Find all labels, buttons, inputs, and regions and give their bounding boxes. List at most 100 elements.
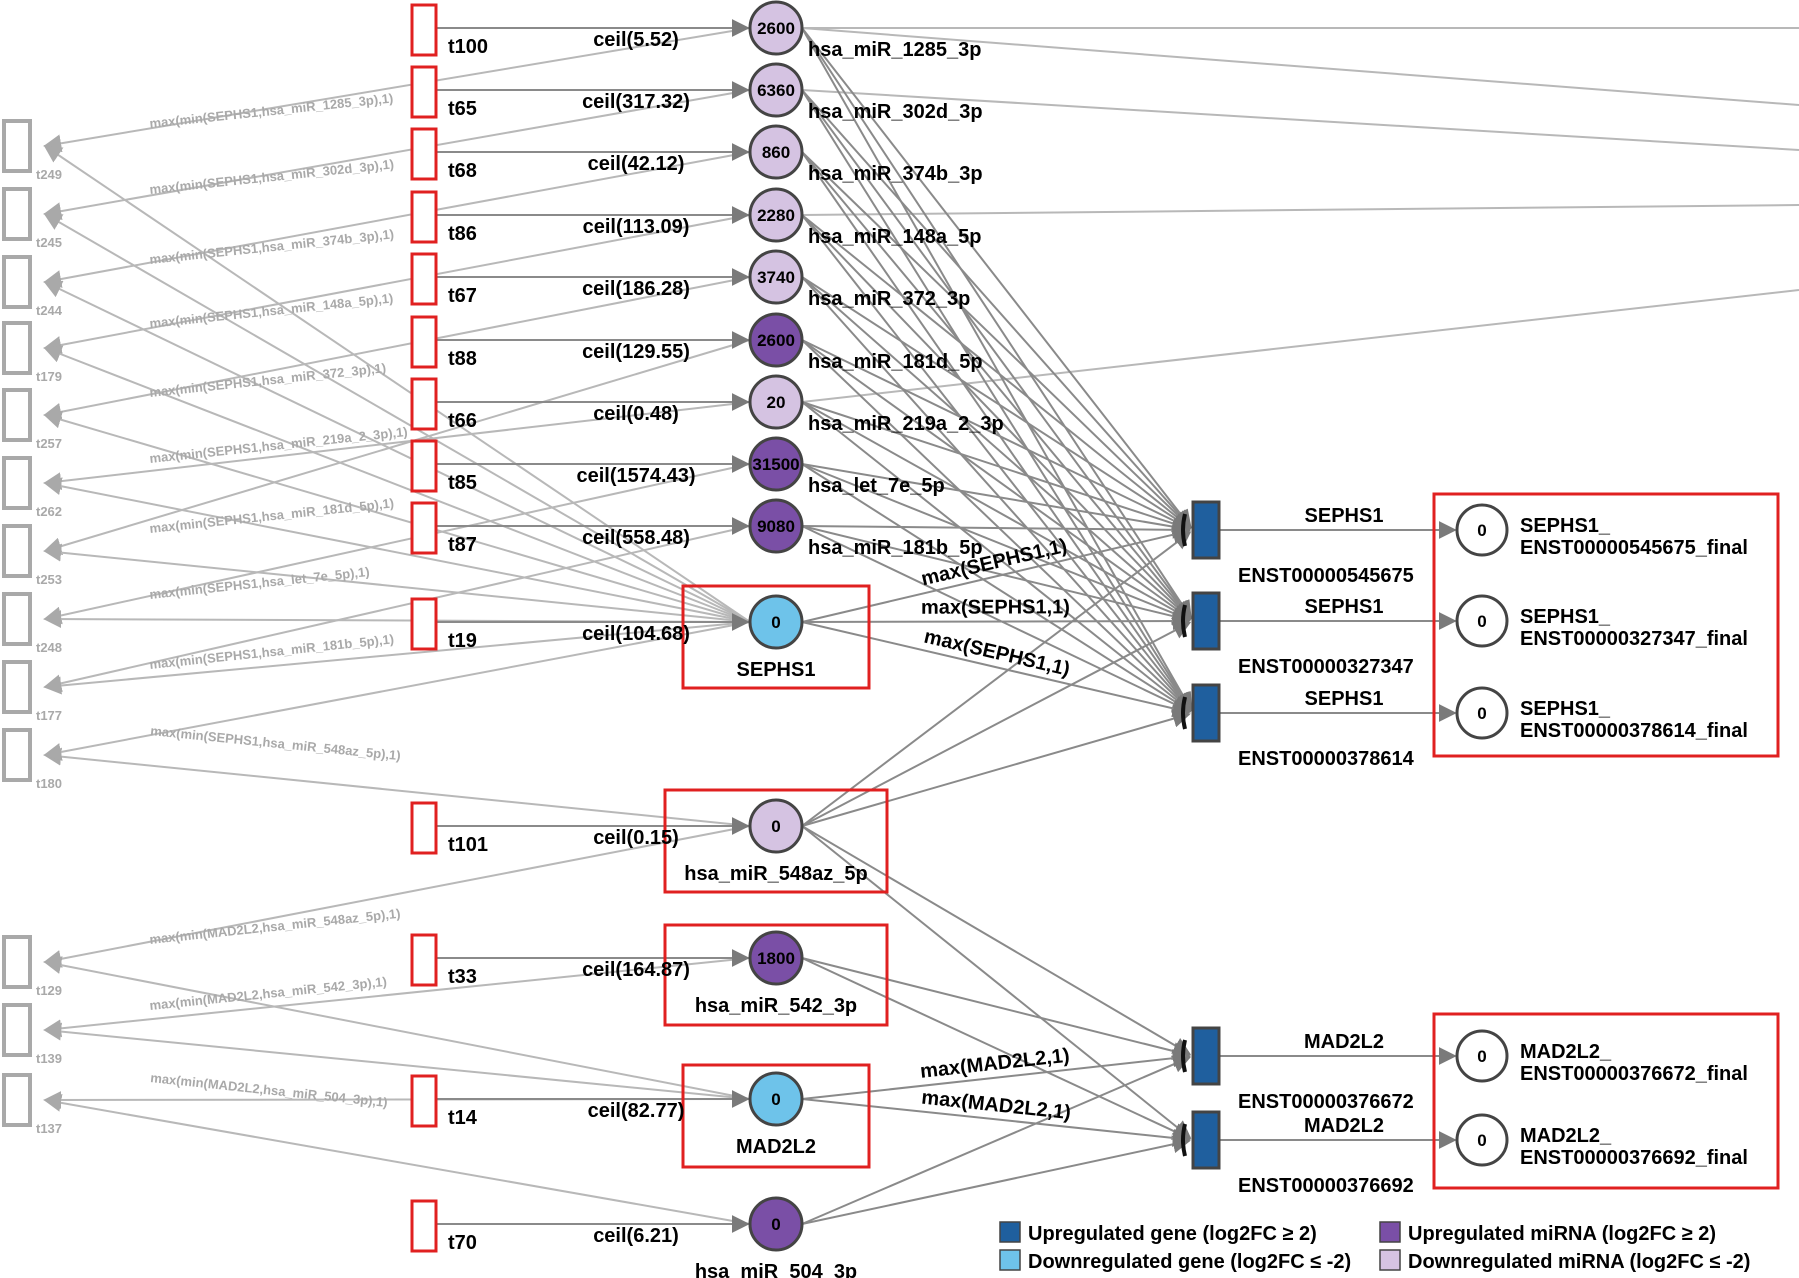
inhibition-edge	[43, 956, 751, 1100]
inhibition-edge	[43, 1093, 751, 1225]
degradation-transition[interactable]	[2, 935, 32, 989]
expression-edge	[801, 1098, 1191, 1147]
final-place[interactable]	[1455, 503, 1509, 557]
place-node[interactable]	[748, 1196, 804, 1252]
weight-label: ceil(186.28)	[582, 278, 690, 300]
regulation-edge	[801, 525, 1192, 713]
highlight-boxes	[663, 492, 1780, 1190]
regulation-edge	[801, 957, 1192, 1140]
transcript-transition[interactable]	[1191, 500, 1221, 560]
degradation-transition[interactable]	[2, 187, 32, 241]
place-node[interactable]	[748, 1071, 804, 1127]
place-node[interactable]	[748, 594, 804, 650]
degradation-transition[interactable]	[2, 388, 32, 442]
place-node[interactable]	[748, 374, 804, 430]
place-node[interactable]	[748, 798, 804, 854]
inhibition-edge	[43, 276, 751, 421]
place-name: hsa_miR_219a_2_3p	[808, 413, 1004, 435]
final-place-gene: SEPHS1_	[1520, 606, 1611, 628]
source-transition[interactable]	[410, 1074, 438, 1128]
inhibition-edge-label: max(min(SEPHS1,hsa_miR_302d_3p),1)	[149, 156, 395, 197]
final-place-id: ENST00000376692_final	[1520, 1147, 1748, 1169]
source-transition[interactable]	[410, 190, 438, 244]
place-node[interactable]	[748, 930, 804, 986]
source-transition[interactable]	[410, 377, 438, 431]
source-transition[interactable]	[410, 801, 438, 855]
regulation-edge	[801, 339, 1192, 712]
final-place[interactable]	[1455, 686, 1509, 740]
transition-id: t244	[36, 303, 63, 318]
regulation-edge	[801, 1055, 1191, 1225]
converging-arcs	[1181, 1039, 1187, 1073]
degradation-transition[interactable]	[2, 1003, 32, 1057]
token-count: 1800	[757, 949, 795, 968]
regulation-edge	[801, 401, 1192, 712]
source-transition[interactable]	[410, 1199, 438, 1253]
source-transition[interactable]	[410, 597, 438, 651]
transition-id: t87	[448, 534, 477, 556]
final-place[interactable]	[1455, 1113, 1509, 1167]
degradation-transition[interactable]	[2, 456, 32, 510]
place-name: hsa_miR_504_3p	[695, 1261, 857, 1278]
regulation-edge	[801, 27, 1192, 529]
source-transition[interactable]	[410, 933, 438, 987]
degradation-transition[interactable]	[2, 255, 32, 309]
inhibition-edge	[43, 280, 751, 623]
transcript-id: ENST00000376672	[1238, 1091, 1414, 1113]
final-place-id: ENST00000378614_final	[1520, 720, 1748, 742]
place-node[interactable]	[748, 62, 804, 118]
place-node[interactable]	[748, 436, 804, 492]
place-node[interactable]	[748, 187, 804, 243]
transcript-transition[interactable]	[1191, 1110, 1221, 1170]
final-place[interactable]	[1455, 1029, 1509, 1083]
inhibition-edge	[43, 543, 751, 623]
source-transition[interactable]	[410, 439, 438, 493]
weight-label: ceil(113.09)	[583, 216, 690, 238]
source-transition[interactable]	[410, 127, 438, 181]
legend-label: Downregulated miRNA (log2FC ≤ -2)	[1408, 1251, 1750, 1273]
transcript-transition[interactable]	[1191, 1026, 1221, 1086]
degradation-transition[interactable]	[2, 660, 32, 714]
highlight-box-mad2l2-finals	[1432, 1012, 1780, 1190]
regulation-edge	[801, 531, 1192, 827]
degradation-transition[interactable]	[2, 1073, 32, 1127]
transition-id: t253	[36, 572, 62, 587]
degradation-transition[interactable]	[2, 321, 32, 375]
highlight-box-mir542	[663, 923, 889, 1027]
transition-id: t137	[36, 1121, 62, 1136]
token-count: 2280	[757, 206, 795, 225]
transcript-transition[interactable]	[1191, 683, 1221, 743]
degradation-transition[interactable]	[2, 592, 32, 646]
transition-id: t68	[448, 160, 477, 182]
source-transition[interactable]	[410, 65, 438, 119]
transcript-gene: SEPHS1	[1305, 688, 1384, 710]
place-node[interactable]	[748, 312, 804, 368]
highlight-box-mir548az	[663, 788, 889, 894]
degradation-transition[interactable]	[2, 119, 32, 173]
transition-id: t33	[448, 966, 477, 988]
place-name: hsa_miR_181b_5p	[808, 537, 983, 559]
source-transition[interactable]	[410, 315, 438, 369]
transcript-id: ENST00000376692	[1238, 1175, 1414, 1197]
degradation-transition[interactable]	[2, 524, 32, 578]
token-count: 6360	[757, 81, 795, 100]
outgoing-edge	[801, 204, 1799, 216]
transcript-transition[interactable]	[1191, 591, 1221, 651]
legend-label: Downregulated gene (log2FC ≤ -2)	[1028, 1251, 1351, 1273]
place-node[interactable]	[748, 124, 804, 180]
converging-arcs	[1181, 604, 1187, 638]
transcript-gene: SEPHS1	[1305, 596, 1384, 618]
place-node[interactable]	[748, 0, 804, 56]
inhibition-edge	[43, 151, 751, 288]
source-transition[interactable]	[410, 501, 438, 555]
degradation-transition[interactable]	[2, 728, 32, 782]
source-transition[interactable]	[410, 252, 438, 306]
inhibition-edge	[43, 477, 751, 623]
token-count: 0	[1477, 612, 1486, 631]
place-node[interactable]	[748, 249, 804, 305]
weight-label: ceil(104.68)	[582, 623, 690, 645]
place-node[interactable]	[748, 498, 804, 554]
final-place[interactable]	[1455, 594, 1509, 648]
regulation-edge	[801, 151, 1192, 712]
source-transition[interactable]	[410, 3, 438, 57]
